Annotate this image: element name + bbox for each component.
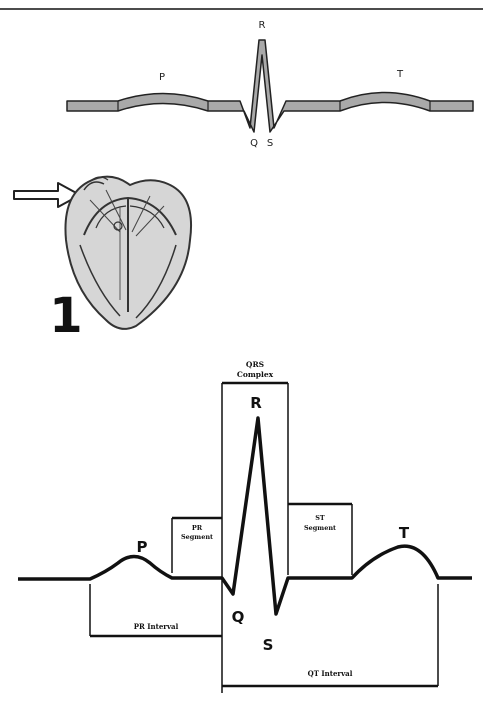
bottom-ecg: QRS Complex PR Segment ST Segment P R T … <box>18 360 472 693</box>
top-label-p: P <box>159 72 165 83</box>
top-label-q: Q <box>250 138 258 149</box>
qrs-label-line1: QRS <box>246 360 264 369</box>
heart-cross-section-icon <box>65 177 191 329</box>
heart-panel-number: 1 <box>49 288 82 344</box>
top-ecg-band <box>67 40 473 132</box>
qt-interval-label: QT Interval <box>308 669 353 678</box>
label-s-wave: S <box>263 636 274 654</box>
pr-segment-label-line1: PR <box>192 524 203 532</box>
label-t-wave: T <box>399 524 410 542</box>
top-ecg-strip: P R T Q S <box>67 20 473 149</box>
heart-panel: 1 <box>14 177 191 344</box>
ecg-waveform <box>18 418 472 614</box>
label-r-wave: R <box>250 394 262 412</box>
pr-interval-label: PR Interval <box>134 622 179 631</box>
qrs-label-line2: Complex <box>237 370 274 379</box>
st-segment-label-line2: Segment <box>304 524 336 532</box>
label-q-wave: Q <box>232 608 245 626</box>
top-label-s: S <box>267 138 273 149</box>
label-p-wave: P <box>137 538 148 556</box>
top-label-r: R <box>259 20 266 31</box>
pr-segment-label-line2: Segment <box>181 533 213 541</box>
top-label-t: T <box>396 69 404 80</box>
st-segment-label-line1: ST <box>315 514 325 522</box>
